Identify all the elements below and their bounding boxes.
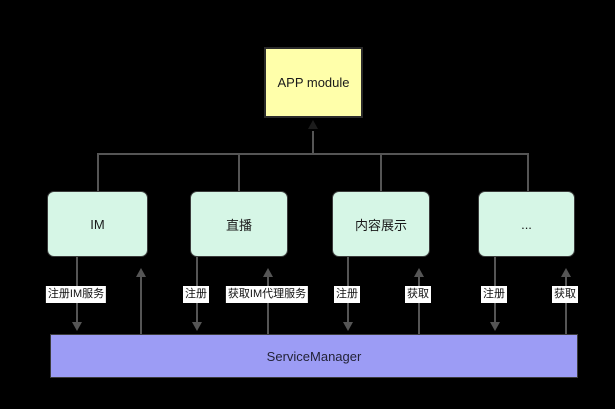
- edge-acquire-line-1: [267, 277, 269, 334]
- bus-riser-arrowhead-icon: [308, 120, 318, 129]
- node-module-content-label: 内容展示: [354, 217, 407, 233]
- bus-drop-line-2: [380, 153, 382, 192]
- edge-acquire-line-3: [565, 277, 567, 334]
- bus-drop-line-1: [238, 153, 240, 192]
- node-module-live[interactable]: 直播: [190, 191, 288, 257]
- node-module-im-label: IM: [90, 216, 105, 232]
- edge-acquire-arrowhead-icon-1: [262, 268, 273, 277]
- edge-label-acquire-2: 获取: [405, 286, 431, 303]
- bus-riser-line: [312, 131, 314, 153]
- edge-register-arrowhead-icon-2: [342, 322, 353, 331]
- node-service-manager[interactable]: ServiceManager: [50, 334, 578, 378]
- edge-label-register-0: 注册IM服务: [45, 286, 107, 303]
- node-module-more-label: ...: [521, 216, 532, 232]
- bus-drop-line-0: [97, 153, 99, 192]
- edge-label-acquire-1: 获取IM代理服务: [225, 286, 309, 303]
- node-module-content[interactable]: 内容展示: [332, 191, 430, 257]
- edge-label-register-3: 注册: [481, 286, 507, 303]
- edge-register-arrowhead-icon-3: [489, 322, 500, 331]
- node-module-more[interactable]: ...: [478, 191, 575, 257]
- bus-drop-line-3: [527, 153, 529, 192]
- node-app-module[interactable]: APP module: [264, 47, 363, 118]
- edge-acquire-arrowhead-icon-3: [560, 268, 571, 277]
- edge-acquire-line-2: [418, 277, 420, 334]
- node-module-live-label: 直播: [225, 217, 252, 233]
- edge-register-arrowhead-icon-1: [191, 322, 202, 331]
- node-module-im[interactable]: IM: [47, 191, 148, 257]
- bus-horizontal-line: [97, 153, 529, 155]
- edge-register-arrowhead-icon-0: [71, 322, 82, 331]
- node-app-module-label: APP module: [277, 75, 350, 90]
- edge-acquire-arrowhead-icon-0: [135, 268, 146, 277]
- edge-acquire-arrowhead-icon-2: [413, 268, 424, 277]
- node-service-manager-label: ServiceManager: [266, 348, 362, 364]
- edge-acquire-line-0: [140, 277, 142, 334]
- edge-label-acquire-3: 获取: [552, 286, 578, 303]
- edge-label-register-2: 注册: [334, 286, 360, 303]
- edge-label-register-1: 注册: [183, 286, 209, 303]
